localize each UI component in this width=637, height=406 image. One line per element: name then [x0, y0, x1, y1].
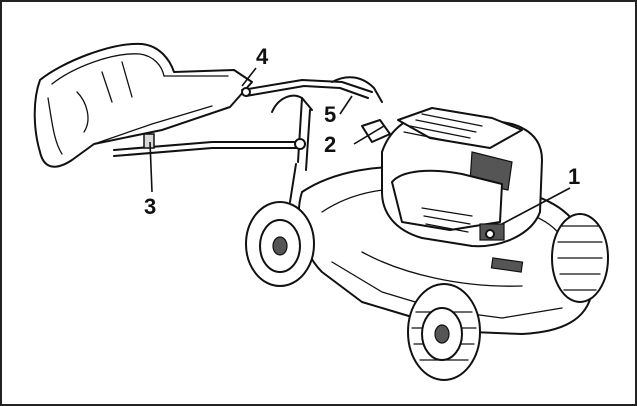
choke-knob — [485, 229, 495, 239]
engine — [361, 107, 543, 248]
callout-4: 4 — [256, 44, 269, 69]
front-right-wheel — [551, 213, 609, 303]
leader-1 — [501, 187, 571, 225]
leader-5 — [339, 95, 353, 115]
rear-left-wheel — [245, 201, 315, 287]
front-left-wheel — [407, 283, 481, 381]
leader-3 — [149, 141, 153, 193]
leader-2 — [353, 125, 385, 145]
callout-5: 5 — [324, 102, 336, 127]
handle-assembly — [113, 76, 383, 203]
grass-catcher — [33, 42, 253, 168]
handle-pivot — [294, 138, 306, 150]
leader-4 — [241, 67, 257, 87]
handle-joint — [241, 87, 251, 97]
handle-lock-knob — [143, 133, 155, 149]
callout-3: 3 — [144, 194, 156, 219]
callout-1: 1 — [568, 164, 580, 189]
callout-2: 2 — [324, 132, 336, 157]
deck-vent — [490, 257, 524, 273]
